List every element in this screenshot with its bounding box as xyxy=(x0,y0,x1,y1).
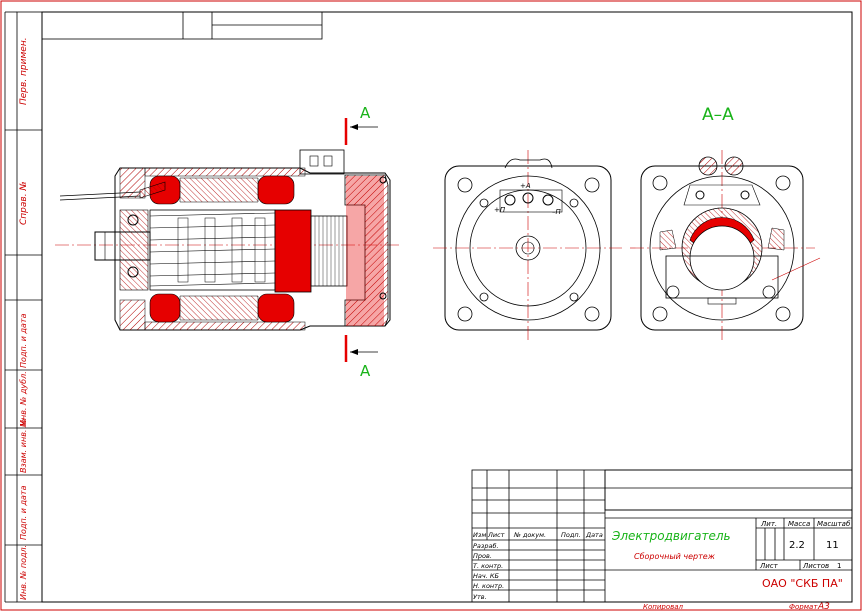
side-label-first-use: Перв. примен. xyxy=(19,37,29,105)
side-label-ref-no: Справ. № xyxy=(19,181,29,225)
hdr-sign: Подп. xyxy=(561,531,581,539)
terminal-plus-a: +А xyxy=(520,182,531,190)
hdr-izm: Изм xyxy=(473,531,486,539)
scale-value: 11 xyxy=(826,540,839,551)
terminal-plus-p: +П xyxy=(494,206,506,214)
cutting-plane: А А xyxy=(344,104,378,380)
role-head-kb: Нач. КБ xyxy=(473,572,499,580)
col-lit: Лит. xyxy=(760,520,777,528)
role-checker: Пров. xyxy=(473,552,492,560)
title-block-text: Изм Лист № докум. Подп. Дата Разраб. Про… xyxy=(473,520,851,611)
section-title: А–А xyxy=(702,105,734,125)
mass-value: 2.2 xyxy=(789,540,805,551)
side-stamp-labels: Перв. примен. Справ. № Подп. и дата Инв.… xyxy=(19,37,29,600)
sheets-label: Листов xyxy=(802,562,829,570)
role-developer: Разраб. xyxy=(473,542,499,550)
col-mass: Масса xyxy=(788,520,810,528)
top-left-box xyxy=(41,11,323,40)
motor-front-view: +А +П –П xyxy=(433,150,622,340)
motor-side-section xyxy=(55,149,400,331)
side-label-sign-date-1: Подп. и дата xyxy=(19,313,28,368)
side-stamp xyxy=(4,11,43,603)
sheet-label: Лист xyxy=(759,562,779,570)
copied-label: Копировал xyxy=(643,603,684,611)
format-value: А3 xyxy=(817,602,830,611)
motor-section-aa xyxy=(630,150,821,340)
sheets-value: 1 xyxy=(837,562,841,570)
hdr-date: Дата xyxy=(585,531,603,539)
terminal-minus-p: –П xyxy=(552,208,562,216)
format-label: Формат xyxy=(789,603,818,611)
drawing-title: Электродвигатель xyxy=(611,529,731,543)
hdr-list: Лист xyxy=(487,531,505,539)
cut-label-bottom: А xyxy=(360,362,371,380)
title-block xyxy=(471,469,853,603)
organization: ОАО "СКБ ПА" xyxy=(762,577,843,590)
col-scale: Масштаб xyxy=(817,520,851,528)
cut-label-top: А xyxy=(360,104,371,122)
hdr-doc-no: № докум. xyxy=(513,531,546,539)
side-label-dupl-no: Инв. № дубл. xyxy=(19,371,28,426)
role-tech-control: Т. контр. xyxy=(473,562,503,570)
side-label-sign-date-2: Подп. и дата xyxy=(19,485,28,540)
role-approved: Утв. xyxy=(473,593,487,601)
side-label-replace-no: Взам. инв. № xyxy=(19,419,28,473)
side-label-orig-no: Инв. № подл. xyxy=(19,545,28,600)
drawing-subtitle: Сборочный чертеж xyxy=(634,552,716,561)
role-norm-control: Н. контр. xyxy=(473,582,504,590)
